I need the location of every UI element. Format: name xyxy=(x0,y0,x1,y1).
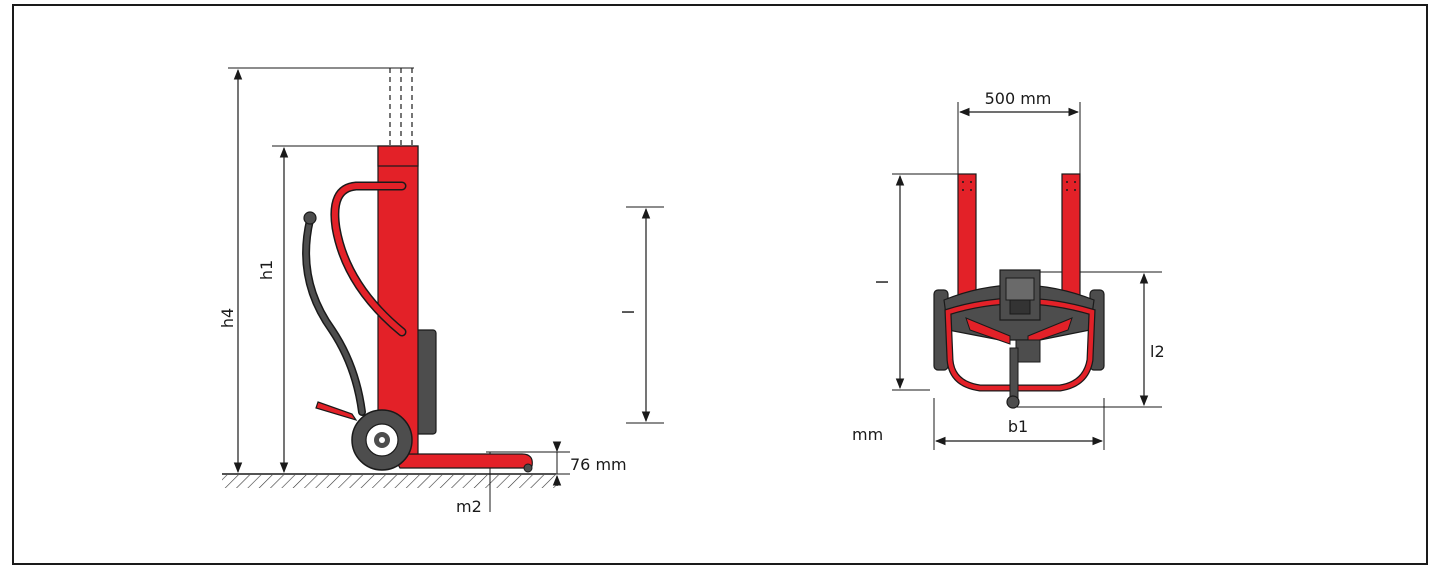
clearance-label: 76 mm xyxy=(570,455,627,474)
mm-label: mm xyxy=(852,425,883,444)
mast-extension-dashed xyxy=(389,68,413,146)
m2-label: m2 xyxy=(456,497,482,516)
l2-label: l2 xyxy=(1150,342,1165,361)
front-extension-lines xyxy=(892,102,1162,450)
front-view: 500 mm l l2 b1 mm xyxy=(852,89,1165,450)
pallet-truck-side xyxy=(302,145,533,473)
h1-label: h1 xyxy=(257,260,276,280)
drawing-frame xyxy=(12,4,1428,565)
h4-label: h4 xyxy=(218,308,237,328)
l-label: l xyxy=(619,310,638,314)
extension-lines xyxy=(228,67,664,475)
pallet-truck-front xyxy=(933,173,1105,409)
fork-spacing-label: 500 mm xyxy=(985,89,1052,108)
b1-label: b1 xyxy=(1008,417,1028,436)
front-l-label: l xyxy=(873,280,892,284)
ground-hatch xyxy=(222,473,556,488)
side-view: h4 h1 l 76 mm m2 xyxy=(218,67,664,516)
